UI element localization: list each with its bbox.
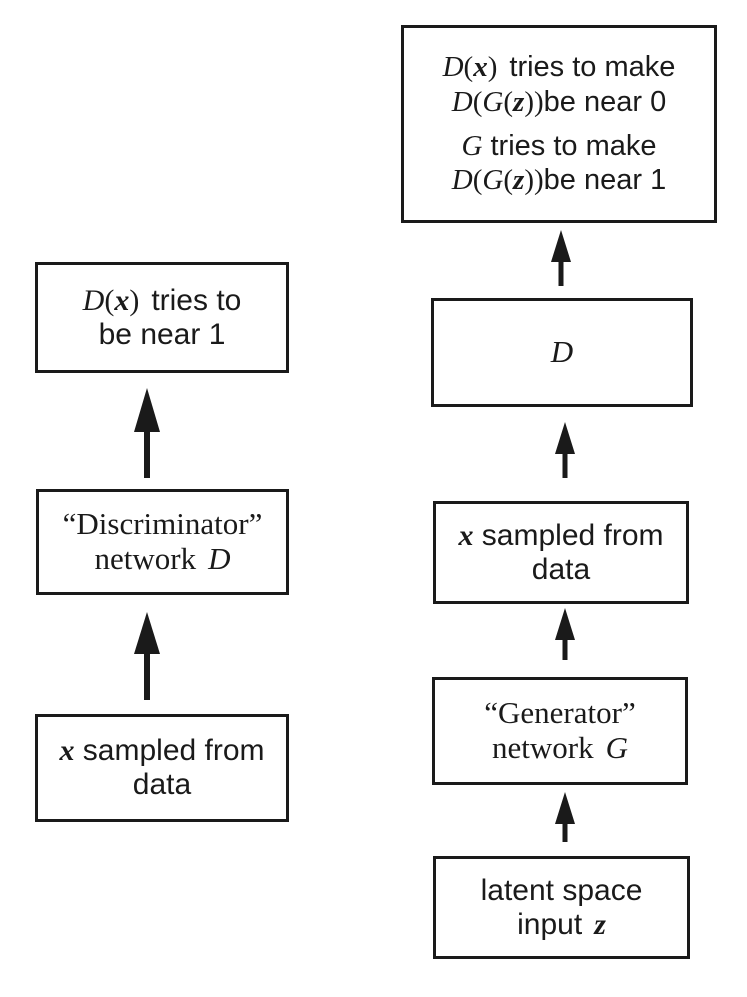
left-data-line2: data [132,768,192,801]
arrow-data-to-discriminator [134,612,160,700]
left-data-line1: x sampled from [59,734,265,768]
arrow-d-to-objective [551,230,571,286]
arrow-discriminator-to-output [134,388,160,478]
left-data-box: x sampled from data [35,714,289,822]
latent-line1: latent space [480,873,643,907]
arrow-latent-to-generator [555,792,575,842]
left-output-box: D(x)tries to be near 1 [35,262,289,373]
objective-line1: D(x)tries to make [442,51,676,84]
arrow-generator-to-sample [555,608,575,660]
d-box-symbol: D [550,334,574,370]
latent-symbol: z [594,907,606,941]
discriminator-symbol: D [208,541,231,576]
discriminator-title: “Discriminator” [62,506,263,542]
objective-line3: G tries to make [461,130,657,162]
sample-box: x sampled from data [433,501,689,604]
arrow-sample-to-d [555,422,575,478]
objective-box: D(x)tries to make D(G(z))be near 0 G tri… [401,25,717,223]
objective-line2: D(G(z))be near 0 [451,85,667,118]
sample-line2: data [531,552,591,586]
d-box: D [431,298,693,407]
sample-line1: x sampled from [458,518,664,552]
left-output-line2: be near 1 [98,317,226,351]
objective-line4: D(G(z))be near 1 [451,164,667,197]
generator-title: “Generator” [484,695,636,731]
generator-symbol: G [605,730,628,765]
left-output-line1: D(x)tries to [82,283,242,317]
